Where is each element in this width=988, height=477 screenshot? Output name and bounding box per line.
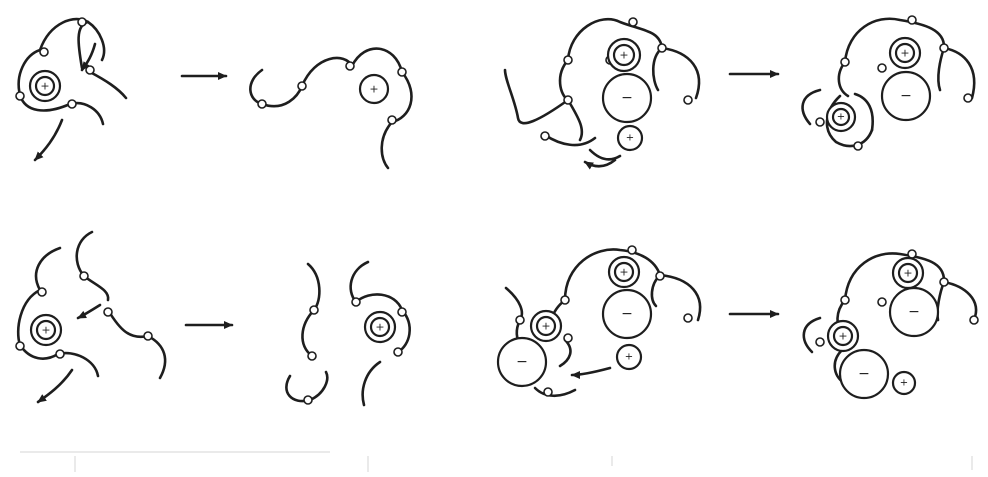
panel-bottom-left: + + (16, 232, 410, 405)
anion: − (840, 350, 888, 398)
cation: + (828, 321, 858, 351)
plus-sign: + (40, 80, 49, 93)
anion: − (882, 72, 930, 120)
cation: + (618, 126, 642, 150)
anion: − (890, 288, 938, 336)
cation: + (827, 103, 855, 131)
panel-top-left: + + (16, 18, 411, 168)
ion-pair-cluster-after: + − + (803, 16, 975, 150)
cation: + (893, 258, 923, 288)
cation: + (608, 39, 640, 71)
plus-sign: + (903, 267, 912, 280)
plus-sign: + (625, 352, 633, 363)
scan-marks (20, 452, 972, 472)
cation-cluster-after: + (286, 262, 409, 405)
minus-sign: − (621, 306, 633, 322)
plus-sign: + (541, 320, 550, 333)
minus-sign: − (908, 304, 920, 320)
cation: + (30, 71, 60, 101)
plus-sign: + (375, 321, 384, 334)
cation: + (617, 345, 641, 369)
minus-sign: − (621, 90, 633, 106)
cation: + (893, 372, 915, 394)
cation-cluster-before: + (16, 232, 165, 402)
plus-sign: + (619, 266, 628, 279)
panel-top-right: + − + (505, 16, 974, 166)
plus-sign: + (837, 112, 845, 123)
minus-sign: − (516, 354, 528, 370)
cation: + (365, 312, 395, 342)
ion-pair-cluster-before: + − + (505, 18, 699, 166)
cation: + (31, 315, 61, 345)
minus-sign: − (900, 88, 912, 104)
plus-sign: + (838, 330, 847, 343)
ion-pair-cluster-after: + − + − + (804, 250, 978, 398)
plus-sign: + (626, 133, 634, 144)
minus-sign: − (858, 366, 870, 382)
cation: + (609, 257, 639, 287)
anion: − (498, 338, 546, 386)
cation: + (360, 75, 388, 103)
cation-cluster-before: + (16, 18, 126, 160)
cation: + (531, 311, 561, 341)
plus-sign: + (41, 324, 50, 337)
plus-sign: + (369, 83, 378, 96)
ion-pair-cluster-before: + − + + − (498, 246, 700, 396)
panel-bottom-right: + − + + − (498, 246, 978, 398)
plus-sign: + (900, 47, 909, 60)
cation: + (890, 38, 920, 68)
plus-sign: + (900, 378, 908, 389)
cation-cluster-after: + (250, 49, 411, 168)
anion: − (603, 290, 651, 338)
anion: − (603, 74, 651, 122)
plus-sign: + (619, 49, 628, 62)
